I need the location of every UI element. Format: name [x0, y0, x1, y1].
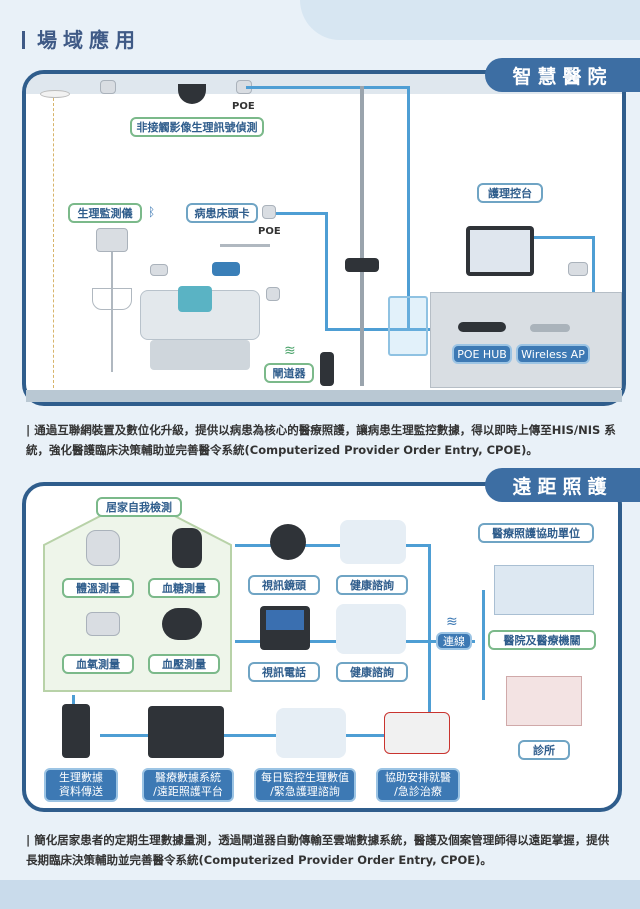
poe-wall-port-icon — [262, 205, 276, 219]
medical-unit-tag: 醫療照護協助單位 — [478, 523, 594, 543]
video-camera-tag: 視訊鏡頭 — [248, 575, 320, 595]
video-phone-tag: 視訊電話 — [248, 662, 320, 682]
nurse-monitor-device — [466, 226, 534, 276]
wifi-icon: ≋ — [446, 614, 458, 630]
server-rack-icon — [148, 706, 224, 758]
poe-mid-label: POE — [258, 226, 281, 237]
daily-monitor-tag: 每日監控生理數值 /緊急護理諮詢 — [254, 768, 356, 802]
remote-description: | 簡化居家患者的定期生理數據量測，透過閘道器自動傳輸至雲端數據系統，醫護及個案… — [26, 833, 610, 867]
ceiling-sensor-icon — [100, 80, 116, 94]
gateway-device — [320, 352, 334, 386]
network-line — [428, 544, 431, 734]
footer-wave-decoration — [0, 880, 640, 909]
wifi-icon: ≋ — [284, 343, 296, 359]
vital-monitor-tag: 生理監測儀 — [68, 203, 142, 223]
health-consult-tag-2: 健康諮詢 — [336, 662, 408, 682]
glucometer-icon — [172, 528, 202, 568]
consultants-illustration — [336, 604, 406, 654]
network-line — [592, 236, 595, 332]
poe-hub-tag: POE HUB — [452, 344, 512, 364]
bluetooth-icon: ᛒ — [148, 205, 156, 219]
network-line — [534, 236, 594, 239]
data-system-tag: 醫療數據系統 /遠距照護平台 — [142, 768, 234, 802]
hospital-org-tag: 醫院及醫療機關 — [488, 630, 596, 650]
glucose-tag: 血糖測量 — [148, 578, 220, 598]
hospital-building-icon — [494, 565, 594, 615]
network-line — [325, 328, 475, 331]
webcam-icon — [270, 524, 306, 560]
blood-pressure-icon — [162, 608, 202, 640]
blood-pressure-tag: 血壓測量 — [148, 654, 220, 674]
wall-switch-icon — [150, 264, 168, 276]
arrange-care-tag: 協助安排就醫 /急診治療 — [376, 768, 460, 802]
monitoring-staff-illustration — [276, 708, 346, 758]
connect-tag: 連線 — [436, 632, 472, 650]
wireless-ap-device — [530, 324, 570, 332]
network-line — [407, 86, 410, 331]
gateway-tag: 閘道器 — [264, 363, 314, 383]
top-wave-decoration — [300, 0, 640, 40]
iv-pole — [360, 86, 364, 386]
monitor-stand — [111, 252, 113, 372]
poe-hub-device — [458, 322, 506, 332]
smart-hospital-ribbon: 智慧醫院 — [485, 58, 640, 92]
contactless-tag: 非接觸影像生理訊號偵測 — [130, 117, 264, 137]
clinic-building-icon — [506, 676, 582, 726]
network-line — [276, 212, 328, 215]
oximeter-icon — [86, 612, 120, 636]
wireless-ap-tag: Wireless AP — [516, 344, 590, 364]
thermometer-icon — [86, 530, 120, 566]
dome-camera-icon — [178, 84, 206, 104]
gateway-device — [62, 704, 90, 758]
monitor-basket — [92, 288, 132, 310]
video-phone-icon — [260, 606, 310, 650]
home-check-title: 居家自我檢測 — [96, 497, 182, 517]
ambulance-icon — [384, 712, 450, 754]
bedside-card-tag: 病患床頭卡 — [186, 203, 258, 223]
floor — [26, 390, 622, 402]
bed-base — [150, 340, 250, 370]
poe-top-label: POE — [232, 101, 255, 112]
wall-outlet-icon — [266, 287, 280, 301]
data-transfer-tag: 生理數據 資料傳送 — [44, 768, 118, 802]
network-line — [235, 544, 431, 547]
dashed-guide-line — [53, 98, 54, 388]
ceiling-light-icon — [40, 90, 70, 98]
remote-care-ribbon: 遠距照護 — [485, 468, 640, 502]
network-line — [100, 734, 430, 737]
card-arm — [220, 244, 270, 247]
desk-chair — [388, 296, 428, 356]
iv-clamp-icon — [345, 258, 379, 272]
network-line — [325, 212, 328, 330]
oxygen-tag: 血氧測量 — [62, 654, 134, 674]
doctor-video-illustration — [340, 520, 406, 564]
nurse-station-tag: 護理控台 — [477, 183, 543, 203]
clinic-tag: 診所 — [518, 740, 570, 760]
bed-pillow — [178, 286, 212, 312]
hospital-description: | 通過互聯網裝置及數位化升級，提供以病患為核心的醫療照護，讓病患生理監控數據，… — [26, 423, 616, 457]
temperature-tag: 體溫測量 — [62, 578, 134, 598]
network-line — [246, 86, 410, 89]
page-title: 場域應用 — [22, 24, 141, 53]
nurse-desk — [430, 292, 622, 388]
vital-monitor-device — [96, 228, 128, 252]
health-consult-tag-1: 健康諮詢 — [336, 575, 408, 595]
ceiling — [26, 74, 622, 94]
network-line — [482, 590, 485, 700]
bedside-card-device — [212, 262, 240, 276]
wall-outlet-icon — [568, 262, 588, 276]
